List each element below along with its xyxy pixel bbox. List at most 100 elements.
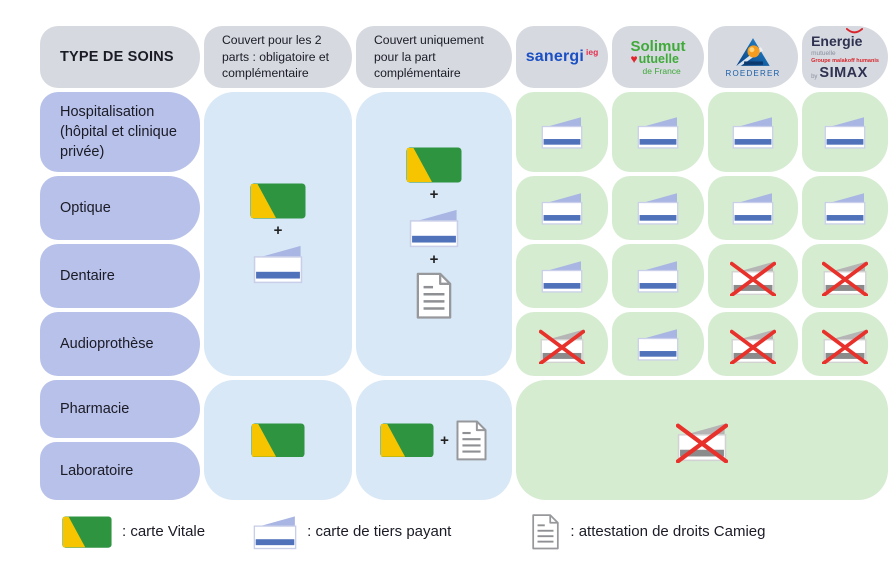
carte-vitale-icon <box>380 423 434 457</box>
header-type-de-soins-label: TYPE DE SOINS <box>60 49 174 65</box>
simax-wordmark: SIMAX <box>819 64 868 81</box>
carte-tiers-payant-icon <box>637 329 679 361</box>
cell-deux-parts-soins: + <box>204 92 352 376</box>
heart-icon: ♥ <box>630 52 638 67</box>
header-couvert-deux-parts: Couvert pour les 2 parts : obligatoire e… <box>204 26 352 88</box>
legend-label: : carte de tiers payant <box>307 523 452 541</box>
provider-logo-sanergi: sanergi ieg <box>516 26 608 88</box>
carte-vitale-icon <box>251 423 305 457</box>
plus-sign: + <box>273 222 283 240</box>
cell-deux-parts-pharmacie-laboratoire <box>204 380 352 500</box>
energie-mutuelle-text: mutuelle <box>811 49 836 57</box>
row-label-text: Laboratoire <box>60 462 134 479</box>
coverage-cell <box>612 312 704 376</box>
coverage-cell <box>612 244 704 308</box>
solimut-wordmark: Solimut <box>630 38 686 55</box>
legend-label: : attestation de droits Camieg <box>570 523 766 541</box>
legend-item-carte-tiers-payant: : carte de tiers payant <box>253 513 451 550</box>
coverage-cell-pharmacie-laboratoire-all-providers <box>516 380 888 500</box>
carte-tiers-payant-icon <box>824 193 866 225</box>
header-type-de-soins: TYPE DE SOINS <box>40 26 200 88</box>
coverage-cell <box>802 312 888 376</box>
header-couvert-part-complementaire-label: Couvert uniquement pour la part compléme… <box>374 33 484 81</box>
attestation-camieg-icon <box>456 420 487 460</box>
carte-tiers-payant-icon <box>253 246 303 284</box>
energie-mutuelle-logo: Energie mutuelle Groupe malakoff humanis… <box>811 27 879 81</box>
crossed-card-icon <box>730 261 776 297</box>
legend-item-attestation-camieg: : attestation de droits Camieg <box>531 513 765 551</box>
row-label-text: Hospitalisation (hôpital et clinique pri… <box>60 103 177 161</box>
legend-icon-wrap <box>531 513 560 551</box>
legend-label: : carte Vitale <box>122 523 206 541</box>
row-label-dentaire: Dentaire <box>40 244 200 308</box>
crossed-card-icon <box>676 423 728 464</box>
roederer-logo: ROEDERER <box>726 37 781 78</box>
coverage-cell <box>708 312 798 376</box>
carte-tiers-payant-icon <box>637 193 679 225</box>
coverage-cell <box>612 176 704 240</box>
row-label-hospitalisation: Hospitalisation (hôpital et clinique pri… <box>40 92 200 172</box>
coverage-table: TYPE DE SOINS Couvert pour les 2 parts :… <box>40 26 896 500</box>
row-label-text: Audioprothèse <box>60 335 154 352</box>
row-label-laboratoire: Laboratoire <box>40 442 200 500</box>
legend: : carte Vitale : carte de tiers payant :… <box>62 513 896 551</box>
header-couvert-part-complementaire: Couvert uniquement pour la part compléme… <box>356 26 512 88</box>
coverage-cell <box>708 244 798 308</box>
legend-icon-wrap <box>62 516 112 548</box>
row-label-optique: Optique <box>40 176 200 240</box>
coverage-cell <box>516 312 608 376</box>
legend-item-carte-vitale: : carte Vitale <box>62 516 205 548</box>
coverage-cell <box>516 92 608 172</box>
provider-logo-solimut: Solimut ♥ utuelle de France <box>612 26 704 88</box>
crossed-card-icon <box>730 329 776 365</box>
carte-tiers-payant-icon <box>409 210 459 248</box>
carte-tiers-payant-icon <box>541 193 583 225</box>
carte-tiers-payant-icon <box>541 261 583 293</box>
coverage-cell <box>802 244 888 308</box>
crossed-card-icon <box>822 261 868 297</box>
carte-tiers-payant-icon <box>637 117 679 149</box>
row-label-text: Dentaire <box>60 267 115 284</box>
solimut-de-france-text: de France <box>642 65 681 76</box>
row-label-audioprothese: Audioprothèse <box>40 312 200 376</box>
carte-tiers-payant-icon <box>732 117 774 149</box>
provider-logo-roederer: ROEDERER <box>708 26 798 88</box>
coverage-cell <box>802 176 888 240</box>
coverage-cell <box>708 176 798 240</box>
plus-sign: + <box>429 251 439 269</box>
header-couvert-deux-parts-label: Couvert pour les 2 parts : obligatoire e… <box>222 33 330 81</box>
legend-icon-wrap <box>253 513 297 550</box>
carte-vitale-icon <box>250 183 306 219</box>
crossed-card-icon <box>539 329 585 365</box>
by-text: by <box>811 74 818 81</box>
coverage-cell <box>612 92 704 172</box>
roederer-wordmark: ROEDERER <box>725 68 781 78</box>
coverage-cell <box>516 176 608 240</box>
sanergi-wordmark: sanergi <box>525 48 585 65</box>
provider-logo-energie-simax: Energie mutuelle Groupe malakoff humanis… <box>802 26 888 88</box>
sanergi-ieg-tag: ieg <box>586 47 599 57</box>
carte-tiers-payant-icon <box>253 516 297 550</box>
sanergi-logo: sanergi ieg <box>526 48 599 66</box>
cell-part-complementaire-soins: + + <box>356 92 512 376</box>
carte-tiers-payant-icon <box>541 117 583 149</box>
solimut-mutuelle-text: utuelle <box>638 52 679 66</box>
crossed-card-icon <box>822 329 868 365</box>
groupe-malakoff-humanis-text: Groupe malakoff humanis <box>811 58 879 65</box>
attestation-camieg-icon <box>416 273 452 320</box>
carte-tiers-payant-icon <box>732 193 774 225</box>
coverage-cell <box>708 92 798 172</box>
energie-wordmark: Energie <box>811 32 863 49</box>
row-label-pharmacie: Pharmacie <box>40 380 200 438</box>
carte-vitale-icon <box>62 516 112 548</box>
roederer-triangle-icon <box>736 37 770 66</box>
solimut-logo: Solimut ♥ utuelle de France <box>631 39 686 75</box>
red-smile-arc-icon <box>846 27 864 34</box>
carte-vitale-icon <box>406 147 462 183</box>
plus-sign: + <box>429 186 439 204</box>
plus-sign: + <box>440 431 449 449</box>
carte-tiers-payant-icon <box>637 261 679 293</box>
cell-part-complementaire-pharmacie-laboratoire: + <box>356 380 512 500</box>
carte-tiers-payant-icon <box>824 117 866 149</box>
coverage-cell <box>802 92 888 172</box>
